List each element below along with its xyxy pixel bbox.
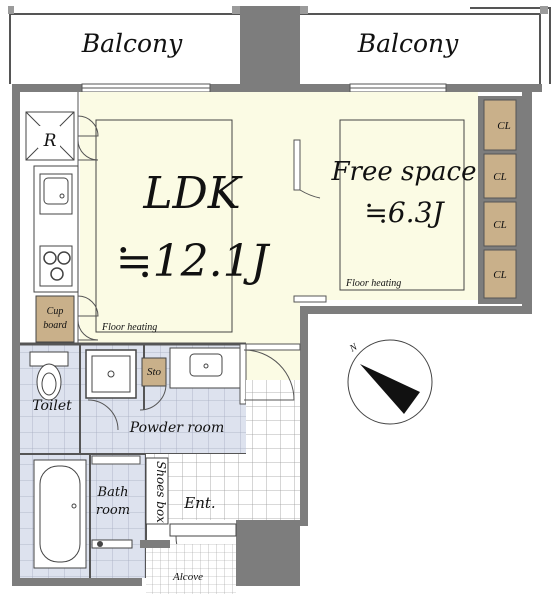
cupboard-label-line1: Cup (47, 306, 64, 317)
structural-column (240, 6, 300, 86)
entrance-label: Ent. (183, 494, 215, 512)
balcony-left-label: Balcony (81, 29, 183, 58)
balcony-area (6, 4, 551, 86)
bath-label-line2: room (96, 503, 130, 518)
wet-areas (20, 342, 247, 578)
ldk-room (80, 92, 478, 380)
free-space-size-label: ≒6.3J (364, 196, 445, 229)
refrigerator-label: R (43, 131, 57, 151)
toilet-label: Toilet (32, 398, 72, 414)
ldk-floor-heating-label: Floor heating (101, 322, 157, 333)
balcony-right-label: Balcony (357, 29, 459, 58)
exterior-walls (12, 84, 542, 586)
partition-wall (293, 139, 327, 303)
closets (478, 96, 522, 304)
closet-label-4: CL (493, 269, 506, 281)
entrance-hall (140, 343, 301, 594)
ldk-size-label: ≒12.1J (116, 236, 271, 287)
kitchen-area (20, 92, 99, 344)
structural-column (236, 520, 300, 586)
compass-north-label: N (347, 341, 360, 355)
alcove-label: Alcove (172, 571, 203, 583)
closet-label-2: CL (493, 171, 506, 183)
windows (81, 83, 447, 93)
ldk-label: LDK (142, 168, 242, 219)
closet-label-1: CL (497, 120, 510, 132)
bath-label-line1: Bath (97, 485, 129, 500)
closet-label-3: CL (493, 219, 506, 231)
free-space-label: Free space (331, 157, 477, 187)
cupboard-label-line2: board (43, 320, 68, 331)
powder-room-label: Powder room (129, 420, 224, 436)
shoes-box-label: Shoes box (154, 461, 168, 523)
storage-label: Sto (147, 366, 162, 378)
north-compass (347, 339, 433, 425)
free-floor-heating-label: Floor heating (345, 278, 401, 289)
